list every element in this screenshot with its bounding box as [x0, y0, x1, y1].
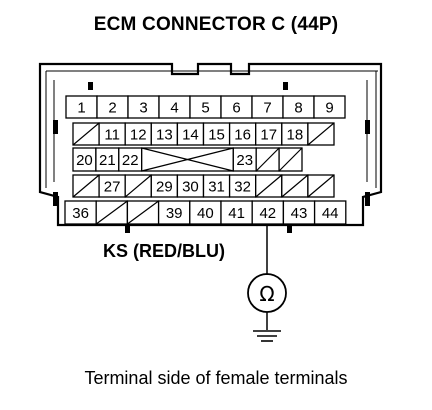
terminal-7: 7 [251, 95, 284, 119]
terminal-label: 42 [259, 205, 276, 222]
wire-label: KS (RED/BLU) [103, 241, 225, 261]
terminal-3: 3 [127, 95, 160, 119]
terminal-label: 14 [182, 127, 199, 144]
terminal-empty [126, 200, 160, 225]
terminal-label: 36 [72, 205, 89, 222]
terminal-13: 13 [150, 122, 179, 146]
terminal-6: 6 [220, 95, 253, 119]
terminal-14: 14 [176, 122, 205, 146]
terminal-label: 13 [156, 127, 173, 144]
caption: Terminal side of female terminals [84, 368, 348, 388]
terminal-label: 40 [197, 205, 214, 222]
terminal-label: 16 [234, 127, 251, 144]
terminal-11: 11 [98, 122, 126, 146]
terminal-label: 2 [108, 100, 116, 117]
terminal-42: 42 [251, 200, 285, 225]
terminal-empty [255, 174, 283, 198]
terminal-empty [255, 147, 280, 172]
ohm-symbol: Ω [259, 282, 274, 306]
terminal-20: 20 [72, 147, 97, 172]
terminal-label: 23 [236, 152, 253, 169]
terminal-label: 12 [130, 127, 147, 144]
terminal-empty [281, 174, 309, 198]
terminal-16: 16 [228, 122, 257, 146]
terminal-23: 23 [232, 147, 257, 172]
terminal-4: 4 [158, 95, 191, 119]
terminal-8: 8 [282, 95, 315, 119]
terminal-empty [95, 200, 129, 225]
terminal-label: 11 [104, 127, 120, 144]
terminal-5: 5 [189, 95, 222, 119]
terminal-label: 7 [263, 100, 271, 117]
terminal-empty [307, 122, 335, 146]
terminal-30: 30 [176, 174, 205, 198]
terminal-label: 22 [122, 152, 139, 169]
terminal-label: 3 [139, 100, 147, 117]
terminal-27: 27 [98, 174, 126, 198]
terminal-31: 31 [202, 174, 231, 198]
terminal-label: 4 [170, 100, 178, 117]
terminal-label: 5 [201, 100, 209, 117]
terminal-label: 20 [76, 152, 93, 169]
terminal-void [141, 147, 234, 172]
terminal-empty [278, 147, 303, 172]
terminal-2: 2 [96, 95, 129, 119]
terminal-label: 15 [208, 127, 225, 144]
terminal-41: 41 [220, 200, 253, 225]
terminal-22: 22 [118, 147, 143, 172]
terminal-21: 21 [95, 147, 120, 172]
terminal-label: 6 [232, 100, 240, 117]
terminal-9: 9 [313, 95, 346, 119]
terminal-label: 39 [166, 205, 183, 222]
ground-icon [253, 330, 281, 342]
terminal-empty [72, 122, 100, 146]
terminal-label: 9 [325, 100, 333, 117]
terminal-label: 27 [104, 179, 121, 196]
terminal-18: 18 [281, 122, 309, 146]
terminal-empty [124, 174, 152, 198]
terminal-44: 44 [313, 200, 347, 225]
terminal-label: 41 [228, 205, 245, 222]
terminal-label: 17 [260, 127, 277, 144]
terminal-17: 17 [255, 122, 283, 146]
terminal-label: 31 [208, 179, 225, 196]
terminal-label: 32 [234, 179, 251, 196]
terminal-32: 32 [228, 174, 257, 198]
terminal-1: 1 [65, 95, 98, 119]
locking-tabs [53, 82, 370, 233]
terminal-label: 29 [156, 179, 173, 196]
terminal-label: 43 [291, 205, 308, 222]
terminal-40: 40 [189, 200, 222, 225]
terminal-43: 43 [282, 200, 316, 225]
terminal-empty [307, 174, 335, 198]
terminal-empty [72, 174, 100, 198]
terminal-39: 39 [157, 200, 191, 225]
connector-title: ECM CONNECTOR C (44P) [93, 14, 339, 35]
terminal-12: 12 [124, 122, 152, 146]
terminal-label: 44 [322, 205, 339, 222]
terminal-36: 36 [64, 200, 97, 225]
terminal-29: 29 [150, 174, 179, 198]
terminal-label: 30 [182, 179, 199, 196]
probe-wire [247, 224, 287, 330]
terminal-label: 18 [287, 127, 304, 144]
terminal-15: 15 [202, 122, 231, 146]
terminal-label: 21 [99, 152, 116, 169]
terminal-label: 8 [294, 100, 302, 117]
terminal-label: 1 [77, 100, 85, 117]
